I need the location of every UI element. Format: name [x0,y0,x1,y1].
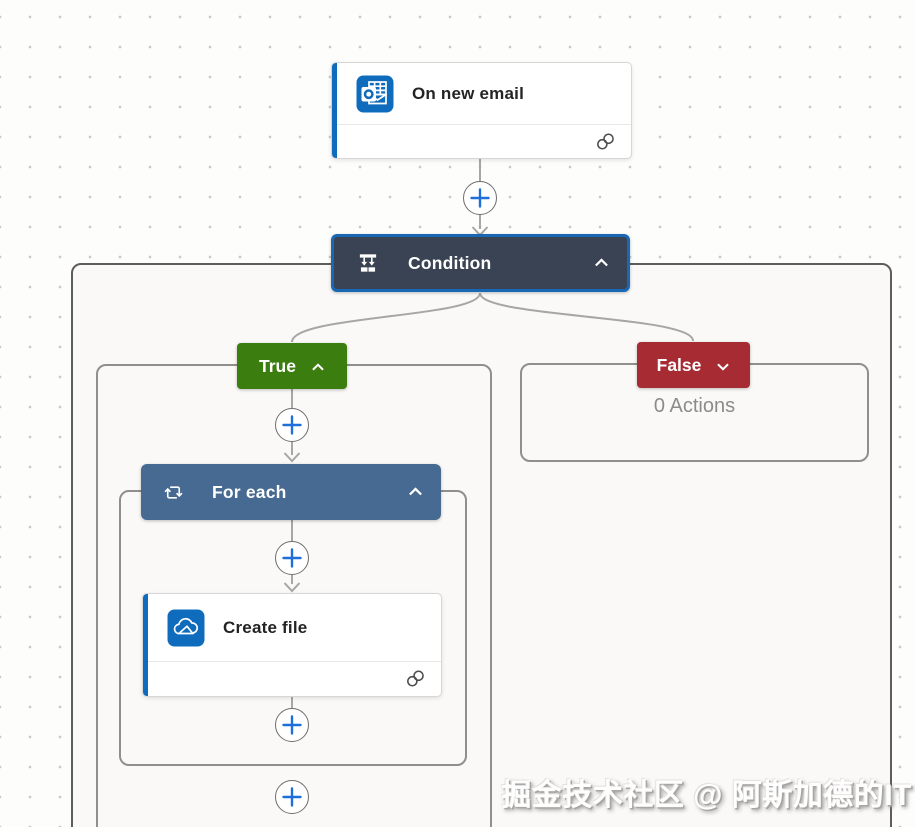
foreach-node[interactable]: For each [141,464,441,520]
card-accent-bar [143,594,148,696]
plus-icon [470,188,490,208]
false-branch-badge[interactable]: False [637,342,750,388]
condition-title: Condition [408,252,492,273]
plus-icon [282,548,302,568]
insert-step-button[interactable] [463,181,497,215]
insert-step-button[interactable] [275,780,309,814]
onedrive-icon [167,609,205,646]
loop-icon [162,481,185,504]
chevron-up-icon[interactable] [594,258,609,268]
insert-step-button[interactable] [275,541,309,575]
false-branch-label: False [656,354,702,375]
trigger-title: On new email [412,83,524,103]
false-branch-empty-text: 0 Actions [653,395,736,417]
insert-step-button[interactable] [275,408,309,442]
plus-icon [282,415,302,435]
card-accent-bar [332,63,337,158]
connection-link-icon[interactable] [595,131,616,152]
condition-branch-icon [355,250,381,276]
action-card-create-file[interactable]: Create file [142,593,442,697]
true-branch-label: True [259,355,296,376]
foreach-title: For each [212,481,287,502]
chevron-up-icon[interactable] [408,487,423,497]
condition-node[interactable]: Condition [331,234,630,292]
watermark: 掘金技术社区 @ 阿斯加德的IT [501,779,912,812]
connection-link-icon[interactable] [405,668,426,689]
outlook-icon [356,75,394,112]
trigger-card-on-new-email[interactable]: On new email [331,62,632,159]
chevron-up-icon[interactable] [311,356,325,377]
plus-icon [282,787,302,807]
chevron-down-icon[interactable] [716,355,730,376]
true-branch-badge[interactable]: True [237,343,347,389]
insert-step-button[interactable] [275,708,309,742]
card-divider [148,661,441,662]
card-divider [337,124,631,125]
condition-scope-container [71,263,892,827]
action-title: Create file [223,617,308,637]
plus-icon [282,715,302,735]
